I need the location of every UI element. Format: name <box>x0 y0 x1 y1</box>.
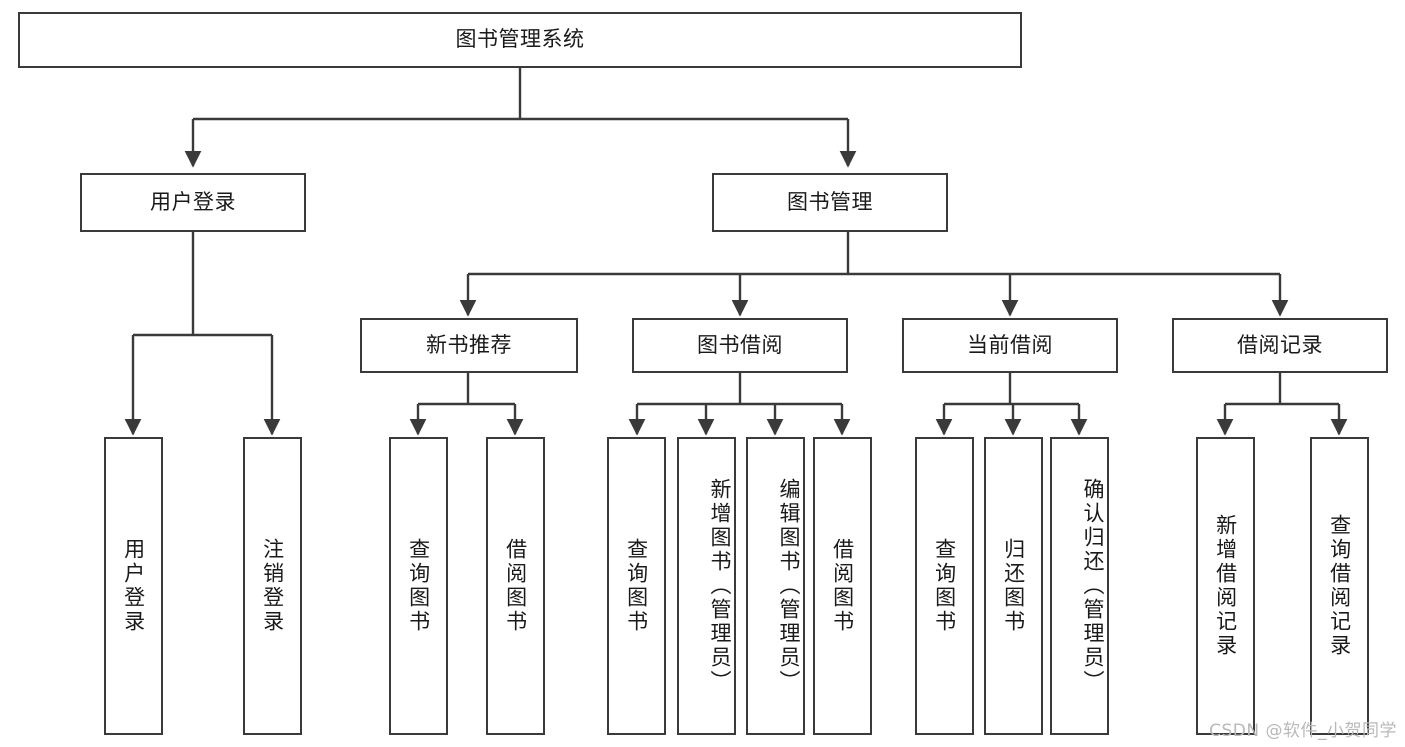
node-book-borrow-label: 图书借阅 <box>697 332 783 357</box>
leaf-borrow-add-book-admin[interactable]: 新增图书（管理员） <box>677 437 736 735</box>
leaf-current-query-book[interactable]: 查询图书 <box>915 437 974 735</box>
leaf-label: 查询图书 <box>624 538 649 634</box>
leaf-borrow-query-book[interactable]: 查询图书 <box>607 437 666 735</box>
leaf-label: 归还图书 <box>1001 538 1026 634</box>
leaf-user-login-logout[interactable]: 注销登录 <box>243 437 302 735</box>
leaf-label: 查询图书 <box>406 538 431 634</box>
leaf-label: 借阅图书 <box>830 538 855 634</box>
node-current-borrow[interactable]: 当前借阅 <box>902 318 1118 373</box>
node-user-login[interactable]: 用户登录 <box>80 173 306 232</box>
node-current-borrow-label: 当前借阅 <box>967 332 1053 357</box>
leaf-label: 注销登录 <box>260 538 285 634</box>
node-user-login-label: 用户登录 <box>150 189 236 214</box>
leaf-recommend-query-book[interactable]: 查询图书 <box>389 437 448 735</box>
watermark: CSDN @软件_小贺同学 <box>1209 721 1397 741</box>
leaf-borrow-borrow-book[interactable]: 借阅图书 <box>813 437 872 735</box>
leaf-label: 新增借阅记录 <box>1213 514 1238 658</box>
node-book-management[interactable]: 图书管理 <box>712 173 948 232</box>
leaf-label: 查询借阅记录 <box>1327 514 1352 658</box>
leaf-user-login-login[interactable]: 用户登录 <box>104 437 163 735</box>
node-root[interactable]: 图书管理系统 <box>18 12 1022 68</box>
node-new-book-recommend-label: 新书推荐 <box>426 332 512 357</box>
node-borrow-record-label: 借阅记录 <box>1237 332 1323 357</box>
leaf-record-query-record[interactable]: 查询借阅记录 <box>1310 437 1369 735</box>
leaf-borrow-edit-book-admin[interactable]: 编辑图书（管理员） <box>746 437 805 735</box>
node-root-label: 图书管理系统 <box>455 27 585 52</box>
node-new-book-recommend[interactable]: 新书推荐 <box>360 318 578 373</box>
leaf-label: 确认归还（管理员） <box>1081 478 1105 694</box>
leaf-label: 借阅图书 <box>503 538 528 634</box>
leaf-label: 用户登录 <box>121 538 146 634</box>
leaf-recommend-borrow-book[interactable]: 借阅图书 <box>486 437 545 735</box>
node-borrow-record[interactable]: 借阅记录 <box>1172 318 1388 373</box>
leaf-current-return-book[interactable]: 归还图书 <box>984 437 1043 735</box>
node-book-borrow[interactable]: 图书借阅 <box>632 318 848 373</box>
leaf-label: 查询图书 <box>932 538 957 634</box>
leaf-label: 新增图书（管理员） <box>708 478 732 694</box>
leaf-record-add-record[interactable]: 新增借阅记录 <box>1196 437 1255 735</box>
leaf-current-confirm-return-admin[interactable]: 确认归还（管理员） <box>1050 437 1109 735</box>
node-book-management-label: 图书管理 <box>787 189 873 214</box>
leaf-label: 编辑图书（管理员） <box>777 478 801 694</box>
